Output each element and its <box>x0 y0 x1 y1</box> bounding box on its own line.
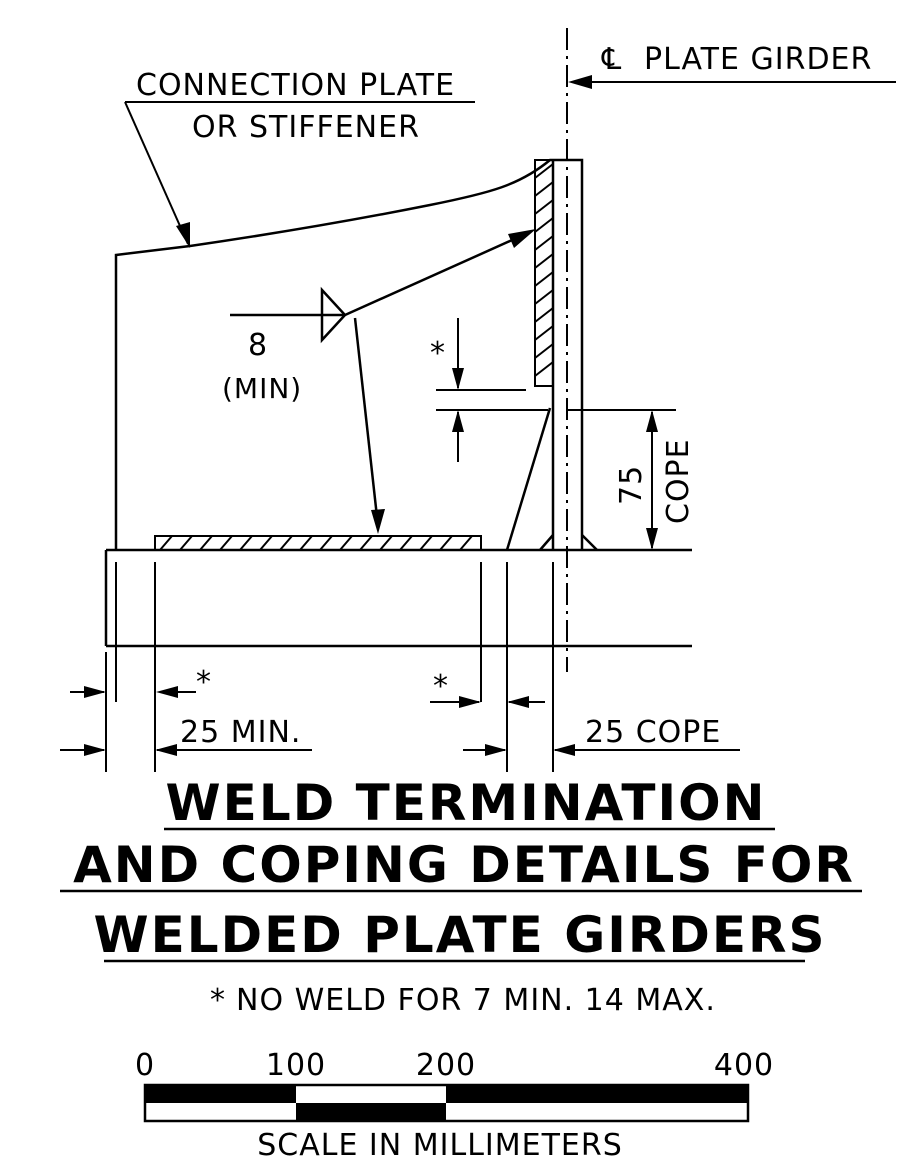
weld-size: 8 <box>248 328 268 363</box>
horizontal-weld <box>154 535 482 551</box>
cope-value: 75 <box>614 465 649 505</box>
centerline-label: PLATE GIRDER <box>644 42 872 77</box>
dim-arrow-f-head <box>485 744 507 756</box>
weld-leader-lower <box>353 317 380 527</box>
cope-word: COPE <box>661 438 696 524</box>
plate-outline <box>114 158 584 550</box>
dim-arrow-b-head <box>156 686 178 698</box>
dim-arrow-e-head <box>84 744 106 756</box>
cope-dim-arrow-top <box>646 410 658 432</box>
plate-label-line1: CONNECTION PLATE <box>136 68 455 103</box>
dim-arrow-c-head <box>459 696 481 708</box>
star-right: * <box>433 669 449 704</box>
note-star: * <box>210 983 226 1018</box>
scale-bar <box>143 1083 750 1123</box>
scale-caption: SCALE IN MILLIMETERS <box>257 1128 623 1163</box>
plate-leader-arrowhead <box>176 222 190 248</box>
weld-symbol-fillet <box>320 286 347 344</box>
cope25-label: 25 COPE <box>585 715 721 750</box>
centerline-symbol: ℄ <box>601 42 622 77</box>
min25-label: 25 MIN. <box>180 715 301 750</box>
weld-leader-upper <box>344 230 531 317</box>
plate-label-line2: OR STIFFENER <box>192 110 420 145</box>
gap-arrow-lower-head <box>452 410 464 432</box>
cope25-arrow-head <box>553 744 575 756</box>
title-line2: AND COPING DETAILS FOR <box>73 836 855 894</box>
plate-leader <box>124 101 189 245</box>
centerline-arrowhead <box>568 75 592 89</box>
min25-arrow-head <box>155 744 177 756</box>
vertical-gap-star: * <box>430 336 446 371</box>
title-line3: WELDED PLATE GIRDERS <box>93 906 826 964</box>
web-fillet <box>539 534 598 551</box>
gap-arrow-upper-head <box>452 368 464 390</box>
scale-tick-400: 400 <box>714 1048 774 1083</box>
star-left: * <box>196 665 212 700</box>
dim-arrow-a-head <box>84 686 106 698</box>
scale-tick-100: 100 <box>266 1048 326 1083</box>
title-line1: WELD TERMINATION <box>166 774 767 832</box>
weld-leader-lower-arrowhead <box>371 509 385 534</box>
weld-min: (MIN) <box>222 372 302 405</box>
cope-dim-arrow-bottom <box>646 528 658 550</box>
scale-tick-0: 0 <box>135 1048 155 1083</box>
note-text: NO WELD FOR 7 MIN. 14 MAX. <box>236 983 716 1018</box>
vertical-weld <box>534 159 554 387</box>
weld-leader-upper-arrowhead <box>508 229 536 248</box>
dim-arrow-d-head <box>507 696 529 708</box>
cope-edge <box>505 407 552 551</box>
scale-tick-200: 200 <box>416 1048 476 1083</box>
